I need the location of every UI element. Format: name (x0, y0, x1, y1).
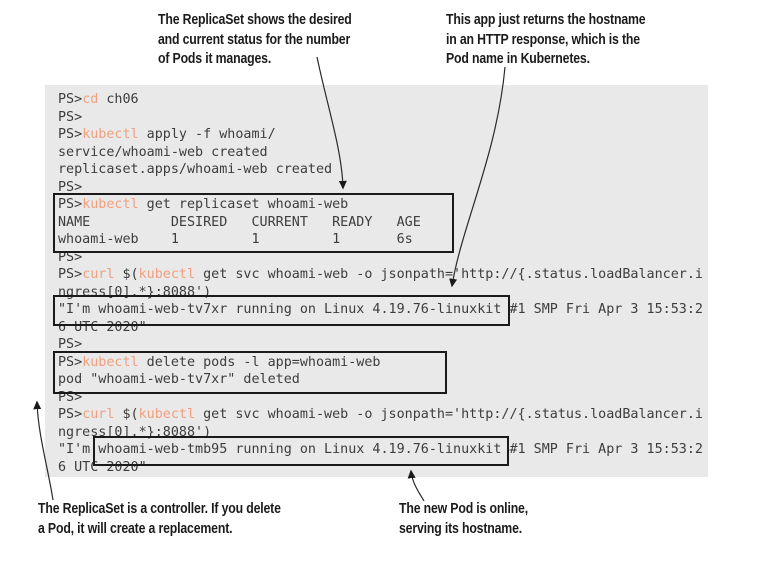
terminal-line: 6 UTC 2020" (58, 459, 147, 475)
terminal-line: pod "whoami-web-tv7xr" deleted (58, 372, 300, 387)
terminal-line: PS>curl $(kubectl get svc whoami-web -o … (58, 407, 703, 422)
annotation-text: The ReplicaSet is a controller. If you d… (38, 500, 281, 537)
terminal-line: PS> (58, 389, 83, 405)
terminal-line: "I'm whoami-web-tv7xr running on Linux 4… (58, 302, 703, 317)
terminal-line: PS> (58, 337, 83, 352)
terminal-line: ngress[0].*}:8088') (58, 284, 212, 300)
terminal-line: PS>kubectl get replicaset whoami-web (58, 197, 349, 212)
terminal-line: PS>kubectl delete pods -l app=whoami-web (58, 354, 381, 370)
terminal-line: PS>curl $(kubectl get svc whoami-web -o … (58, 267, 703, 282)
annotation-replicaset-controller: The ReplicaSet is a controller. If you d… (38, 499, 334, 538)
annotation-text: The new Pod is online,serving its hostna… (399, 500, 528, 537)
terminal-line: replicaset.apps/whoami-web created (58, 162, 333, 177)
terminal-line: whoami-web 1 1 1 6s (58, 232, 413, 247)
terminal-line: PS>kubectl apply -f whoami/ (58, 127, 276, 142)
terminal-line: ngress[0].*}:8088') (58, 424, 212, 440)
terminal-line: PS>cd ch06 (58, 92, 139, 107)
terminal-line: PS> (58, 179, 83, 195)
terminal-line: PS> (58, 109, 83, 125)
terminal-line: NAME DESIRED CURRENT READY AGE (58, 214, 421, 230)
terminal-line: service/whoami-web created (58, 144, 268, 160)
terminal-line: "I'm whoami-web-tmb95 running on Linux 4… (58, 442, 703, 457)
terminal-line: PS> (58, 249, 83, 265)
terminal-line: 6 UTC 2020" (58, 319, 147, 335)
annotation-new-pod-online: The new Pod is online,serving its hostna… (399, 499, 556, 538)
